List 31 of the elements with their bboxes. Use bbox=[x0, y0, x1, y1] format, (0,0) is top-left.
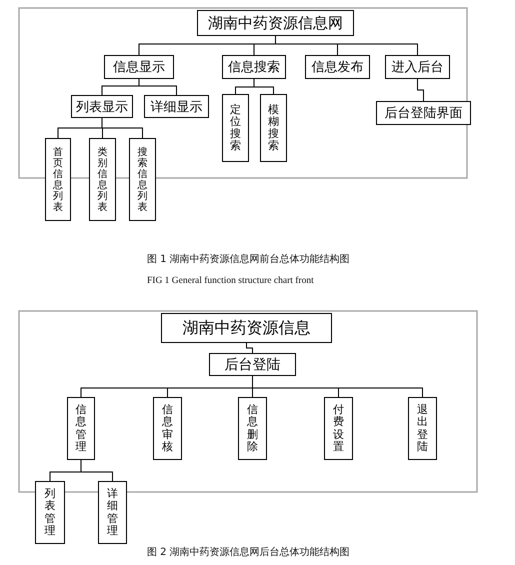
figure-caption: 图 2 湖南中药资源信息网后台总体功能结构图 bbox=[147, 546, 350, 559]
function-box: 首页信息列表 bbox=[45, 138, 71, 221]
function-box: 模糊搜索 bbox=[260, 94, 287, 162]
connector-line bbox=[252, 376, 423, 398]
function-box: 搜索信息列表 bbox=[129, 138, 156, 221]
function-box: 后台登陆 bbox=[209, 353, 296, 376]
function-box: 列表管理 bbox=[35, 481, 65, 544]
function-box: 定位搜索 bbox=[222, 94, 249, 162]
connector-line bbox=[254, 78, 274, 94]
function-box: 信息管理 bbox=[67, 397, 95, 460]
function-box: 信息发布 bbox=[305, 55, 370, 79]
function-box: 退出登陆 bbox=[408, 397, 437, 460]
function-box: 类别信息列表 bbox=[89, 138, 116, 221]
function-box: 信息删除 bbox=[238, 397, 267, 460]
function-box: 进入后台 bbox=[385, 55, 450, 79]
connector-line bbox=[417, 78, 424, 102]
function-box: 信息显示 bbox=[104, 55, 174, 79]
function-box: 列表显示 bbox=[71, 95, 133, 118]
function-box: 详细显示 bbox=[144, 95, 209, 118]
function-box: 湖南中药资源信息网 bbox=[197, 10, 354, 36]
connector-line bbox=[102, 118, 143, 138]
connector-line bbox=[246, 342, 253, 354]
figure-caption: FIG 1 General function structure chart front bbox=[147, 276, 314, 286]
function-box: 后台登陆界面 bbox=[376, 101, 471, 125]
function-box: 付费设置 bbox=[324, 397, 353, 460]
function-box: 信息搜索 bbox=[222, 55, 286, 79]
function-box: 详细管理 bbox=[98, 481, 127, 544]
function-box: 湖南中药资源信息 bbox=[161, 313, 332, 343]
connector-line bbox=[80, 460, 113, 482]
function-box: 信息审核 bbox=[153, 397, 182, 460]
figure-caption: 图 1 湖南中药资源信息网前台总体功能结构图 bbox=[147, 252, 350, 266]
